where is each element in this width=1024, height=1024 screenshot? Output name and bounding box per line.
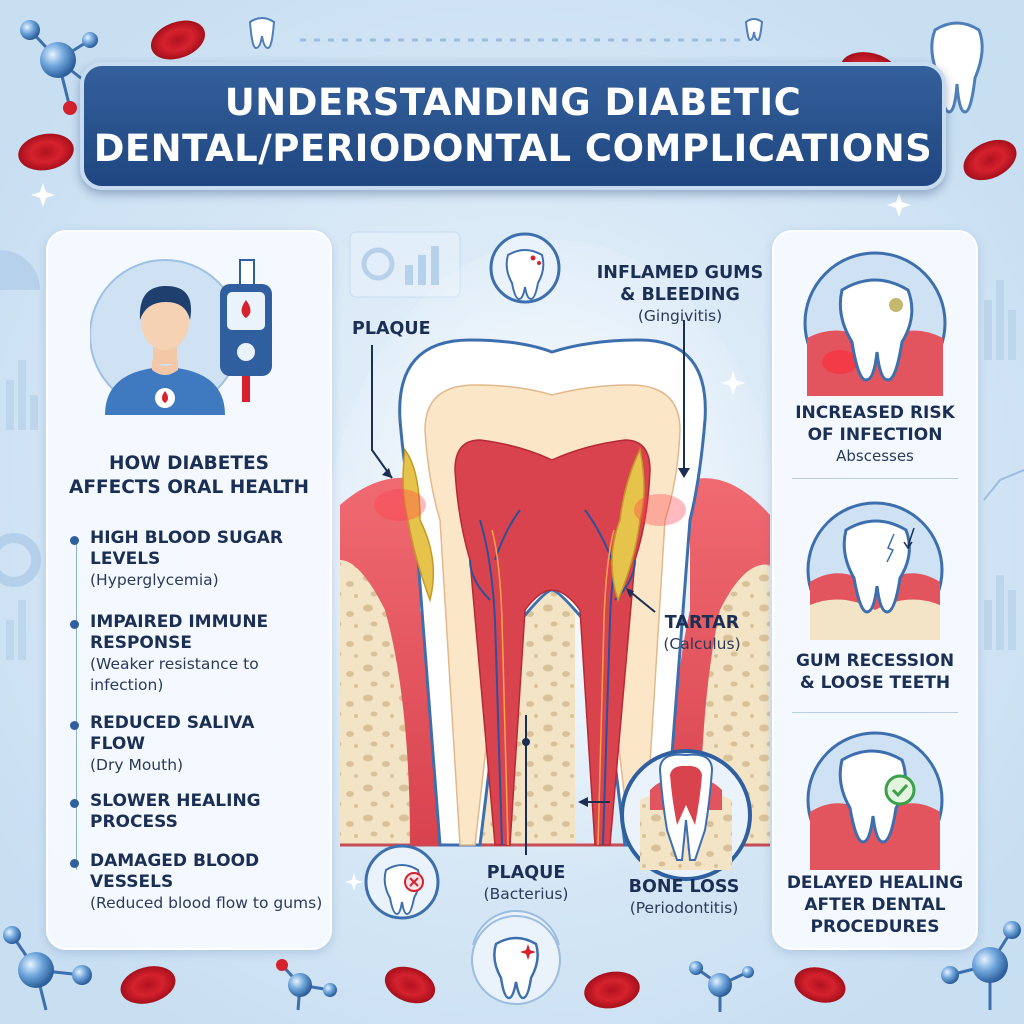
label-bone-loss: BONE LOSS (Periodontitis) [614, 876, 754, 919]
factor-detail: (Weaker resistance to [90, 655, 259, 673]
label-title: PLAQUE [486, 863, 566, 883]
risk-detail: Abscesses [836, 447, 914, 465]
left-heading-line-2: AFFECTS ORAL HEALTH [69, 477, 309, 498]
gum-recession-illustration [806, 501, 944, 640]
tooth-icon [471, 915, 561, 1005]
left-heading-line-1: HOW DIABETES [109, 453, 269, 474]
risk-gum-recession: GUM RECESSION & LOOSE TEETH [772, 650, 978, 694]
left-heading: HOW DIABETES AFFECTS ORAL HEALTH [46, 452, 332, 500]
label-detail: (Periodontitis) [629, 899, 739, 917]
bullet-dot [70, 536, 79, 545]
factor-detail: (Reduced blood flow to gums) [90, 894, 323, 912]
bullet-dot [70, 799, 79, 808]
risk-title: OF INFECTION [807, 425, 943, 445]
factor-name: PROCESS [90, 812, 178, 832]
x-mark-icon [404, 872, 424, 892]
tooth-icon [489, 232, 561, 304]
label-title: & BLEEDING [620, 285, 740, 305]
title-banner: UNDERSTANDING DIABETIC DENTAL/PERIODONTA… [80, 62, 946, 190]
diabetes-illustration [90, 259, 272, 415]
molecule-icon [3, 20, 1021, 1012]
factor-detail: (Hyperglycemia) [90, 571, 219, 589]
bar-chart-icon [349, 231, 461, 298]
bullet-dot [70, 721, 79, 730]
factor-damaged-vessels: DAMAGED BLOOD VESSELS (Reduced blood flo… [70, 851, 370, 914]
bone-loss-inset [620, 749, 752, 881]
factor-reduced-saliva: REDUCED SALIVA FLOW (Dry Mouth) [70, 713, 370, 776]
factor-name: LEVELS [90, 549, 161, 569]
bullet-dot [70, 620, 79, 629]
factor-name: DAMAGED BLOOD [90, 851, 260, 871]
risk-delayed-healing: DELAYED HEALING AFTER DENTAL PROCEDURES [772, 872, 978, 938]
factor-name: HIGH BLOOD SUGAR [90, 528, 284, 548]
factor-high-blood-sugar: HIGH BLOOD SUGAR LEVELS (Hyperglycemia) [70, 528, 370, 591]
blood-drop-icon [162, 391, 168, 403]
page-title-line-1: UNDERSTANDING DIABETIC [224, 81, 802, 124]
label-plaque-bottom: PLAQUE (Bacterius) [470, 862, 582, 905]
checkmark-icon [884, 774, 916, 806]
factor-impaired-immune: IMPAIRED IMMUNE RESPONSE (Weaker resista… [70, 612, 370, 696]
tooth-icon [842, 519, 911, 614]
factor-name: VESSELS [90, 872, 174, 892]
label-inflamed-gums: INFLAMED GUMS & BLEEDING (Gingivitis) [590, 262, 770, 327]
factor-detail: (Dry Mouth) [90, 756, 184, 774]
risk-title: INCREASED RISK [795, 403, 955, 423]
risk-increased-infection: INCREASED RISK OF INFECTION Abscesses [772, 402, 978, 466]
factor-name: REDUCED SALIVA [90, 713, 255, 733]
label-detail: (Gingivitis) [637, 307, 723, 325]
risk-title: DELAYED HEALING [786, 873, 964, 893]
divider [792, 712, 958, 713]
tooth-cross-section-diagram [330, 231, 780, 945]
glucose-meter-icon [220, 259, 272, 402]
factor-name: IMPAIRED IMMUNE [90, 612, 269, 632]
tooth-icon [838, 749, 907, 844]
delayed-healing-illustration [806, 731, 944, 870]
factor-name: SLOWER HEALING [90, 791, 261, 811]
factor-connector-line [76, 540, 77, 870]
risk-title: GUM RECESSION [795, 651, 955, 671]
label-plaque-top: PLAQUE [352, 318, 431, 340]
factor-slower-healing: SLOWER HEALING PROCESS [70, 791, 370, 833]
factor-name: RESPONSE [90, 633, 192, 653]
label-title: TARTAR [664, 613, 740, 633]
bullet-dot [70, 859, 79, 868]
factor-name: FLOW [90, 734, 146, 754]
label-tartar: TARTAR (Calculus) [652, 612, 752, 655]
page-title-line-2: DENTAL/PERIODONTAL COMPLICATIONS [93, 127, 933, 170]
risk-title: & LOOSE TEETH [799, 673, 951, 693]
infection-tooth-illustration [803, 251, 947, 396]
risk-title: AFTER DENTAL [804, 895, 946, 915]
risk-title: PROCEDURES [810, 917, 940, 937]
label-detail: (Calculus) [663, 635, 741, 653]
label-title: BONE LOSS [628, 877, 740, 897]
label-title: PLAQUE [352, 319, 431, 339]
label-detail: (Bacterius) [483, 885, 569, 903]
label-title: INFLAMED GUMS [596, 263, 764, 283]
tooth-icon [364, 844, 440, 920]
divider [792, 478, 958, 479]
factor-detail: infection) [90, 676, 164, 694]
